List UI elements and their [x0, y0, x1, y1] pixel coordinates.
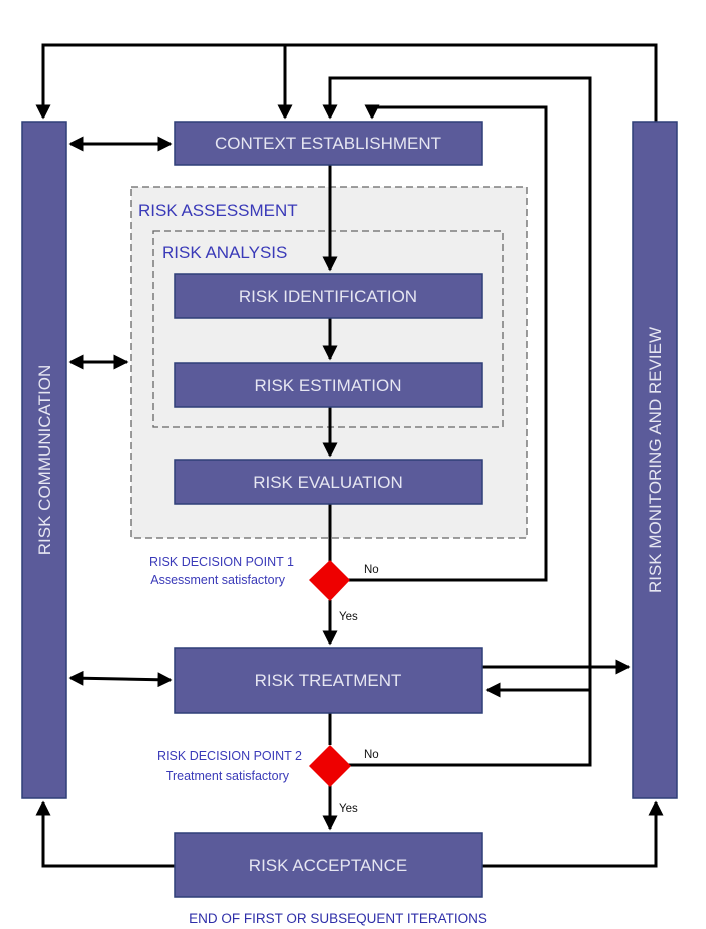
risk-acceptance-label: RISK ACCEPTANCE: [249, 856, 407, 875]
assessment-no-loop: [348, 104, 548, 582]
risk-assessment-label: RISK ASSESSMENT: [138, 201, 298, 220]
risk-identification-label: RISK IDENTIFICATION: [239, 287, 417, 306]
risk-identification-box: RISK IDENTIFICATION: [174, 273, 483, 319]
treatment-no-loop: [322, 76, 592, 767]
risk-evaluation-box: RISK EVALUATION: [174, 459, 483, 505]
risk-monitoring-label: RISK MONITORING AND REVIEW: [646, 327, 665, 593]
end-of-iterations-label: END OF FIRST OR SUBSEQUENT ITERATIONS: [189, 911, 487, 926]
decision-diamond-1: [309, 560, 350, 601]
decision-1-subtitle: Assessment satisfactory: [150, 573, 286, 587]
risk-analysis-label: RISK ANALYSIS: [162, 243, 287, 262]
risk-acceptance-box: RISK ACCEPTANCE: [174, 832, 483, 898]
risk-treatment-box: RISK TREATMENT: [174, 647, 483, 714]
decision-1-title: RISK DECISION POINT 1: [149, 555, 294, 569]
risk-communication-bar: RISK COMMUNICATION: [21, 121, 67, 799]
context-establishment-label: CONTEXT ESTABLISHMENT: [215, 134, 441, 153]
decision-point-1: RISK DECISION POINT 1 Assessment satisfa…: [149, 555, 379, 623]
risk-evaluation-label: RISK EVALUATION: [253, 473, 403, 492]
decision-1-no-label: No: [364, 564, 379, 576]
acceptance-to-communication-arrow: [35, 800, 175, 868]
context-establishment-box: CONTEXT ESTABLISHMENT: [174, 121, 483, 166]
decision-2-title: RISK DECISION POINT 2: [157, 749, 302, 763]
risk-estimation-box: RISK ESTIMATION: [174, 362, 483, 408]
top-feedback-line: [35, 43, 658, 122]
risk-communication-label: RISK COMMUNICATION: [35, 365, 54, 555]
decision-2-no-label: No: [364, 749, 379, 761]
risk-estimation-label: RISK ESTIMATION: [254, 376, 401, 395]
risk-monitoring-bar: RISK MONITORING AND REVIEW: [632, 121, 678, 799]
risk-treatment-label: RISK TREATMENT: [255, 671, 402, 690]
communication-treatment-arrow: [68, 670, 173, 688]
decision-point-2: RISK DECISION POINT 2 Treatment satisfac…: [157, 745, 379, 815]
decision-2-subtitle: Treatment satisfactory: [166, 769, 290, 783]
decision-2-yes-label: Yes: [339, 803, 358, 815]
decision-1-yes-label: Yes: [339, 611, 358, 623]
decision-diamond-2: [309, 745, 351, 787]
acceptance-to-monitoring-arrow: [482, 800, 664, 868]
